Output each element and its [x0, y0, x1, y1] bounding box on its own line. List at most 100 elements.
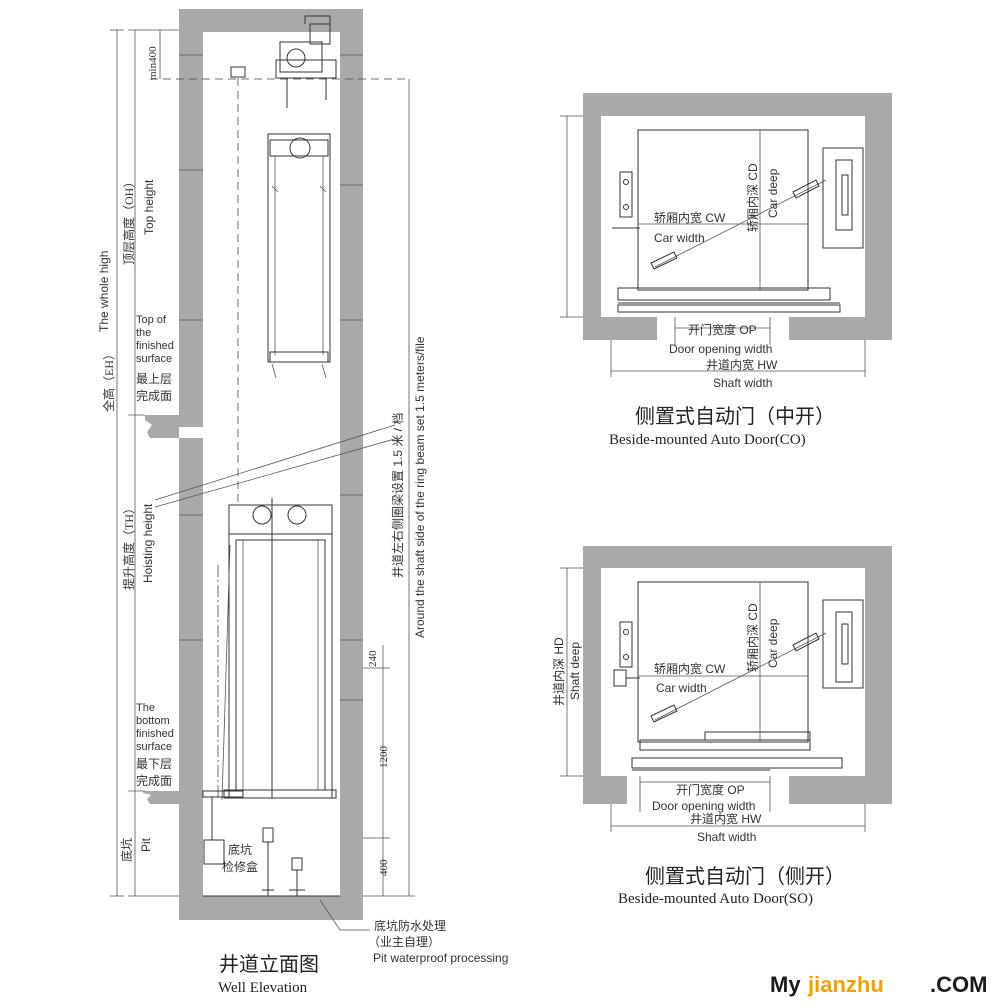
svg-text:jianzhu: jianzhu [807, 972, 884, 997]
co-cw-en: Car width [654, 231, 705, 245]
co-sill [617, 287, 831, 301]
shaft-top-slab [179, 9, 363, 32]
svg-text:完成面: 完成面 [136, 388, 172, 403]
label-pit-cn: 底坑 [119, 838, 134, 862]
pit-equipment [203, 797, 340, 897]
so-op-en: Door opening width [652, 799, 755, 813]
so-counterweight [822, 599, 864, 689]
svg-text:完成面: 完成面 [136, 773, 172, 788]
co-hw-cn: 井道内宽 HW [706, 357, 778, 372]
svg-text:.COM: .COM [930, 972, 987, 997]
so-title-cn: 侧置式自动门（侧开） [645, 865, 845, 888]
dim-240: 240 [367, 650, 379, 667]
label-waterproof-en: Pit waterproof processing [373, 951, 508, 965]
well-elevation-title-cn: 井道立面图 [219, 953, 319, 976]
ring-beam-marks [179, 54, 363, 701]
label-eh-en: The whole high [97, 251, 111, 332]
bottom-floor-slab [143, 791, 203, 804]
co-title-en: Beside-mounted Auto Door(CO) [609, 432, 806, 448]
ring-beam-leader-2 [154, 437, 399, 508]
so-wall-front-right [789, 776, 892, 804]
shaft-right-wall [340, 32, 363, 920]
so-hw-cn: 井道内宽 HW [690, 811, 762, 826]
so-hd-cn: 井道内深 HD [552, 637, 566, 706]
svg-text:The: The [136, 702, 155, 714]
plan-side-opening: 轿厢内宽 CW Car width 轿厢内深 CD Car deep 井道内深 … [552, 546, 892, 907]
car-lower [202, 498, 337, 801]
svg-text:finished: finished [136, 728, 174, 740]
co-cd-en: Car deep [766, 168, 780, 218]
waterproof-leader [319, 899, 370, 931]
svg-text:bottom: bottom [136, 715, 170, 727]
well-elevation-title-en: Well Elevation [218, 980, 308, 996]
label-waterproof-cn: 底坑防水处理 [374, 918, 446, 933]
dim-1200: 1200 [378, 746, 390, 769]
svg-text:检修盒: 检修盒 [222, 859, 258, 874]
so-guide-rail [619, 621, 633, 668]
co-dimension-lines [560, 115, 866, 377]
label-pit-box: 底坑 检修盒 [222, 842, 258, 874]
co-wall-right [865, 116, 892, 340]
plan-center-opening: 轿厢内宽 CW Car width 轿厢内深 CD Car deep 开门宽度 … [560, 93, 892, 448]
co-wall-front-left [583, 317, 657, 340]
dim-min400: min400 [147, 46, 159, 80]
co-wall-front-right [789, 317, 892, 340]
so-wall-left [583, 568, 601, 804]
so-cw-en: Car width [656, 681, 707, 695]
shaft-pit-slab [179, 896, 363, 920]
co-hw-en: Shaft width [713, 376, 772, 390]
svg-text:surface: surface [136, 353, 172, 365]
dim-400: 400 [378, 859, 390, 876]
label-oh-en: Top height [142, 179, 156, 235]
svg-text:the: the [136, 327, 151, 339]
co-wall-top [583, 93, 892, 116]
so-cd-en: Car deep [766, 618, 780, 668]
right-dimension-lines [363, 79, 415, 897]
so-car [637, 581, 809, 743]
label-th-cn: 提升高度（TH） [121, 502, 136, 590]
top-floor-slab [145, 415, 179, 438]
so-cw-cn: 轿厢内宽 CW [654, 661, 726, 676]
well-elevation: min400 顶层高度（OH） Top height The whole hig… [97, 9, 508, 996]
label-top-finished: Top of the finished surface 最上层 完成面 [136, 314, 174, 403]
label-pit-en: Pit [139, 837, 153, 852]
traction-machine [230, 15, 337, 108]
so-title-en: Beside-mounted Auto Door(SO) [618, 891, 813, 907]
label-oh-cn: 顶层高度（OH） [121, 176, 136, 265]
svg-text:finished: finished [136, 340, 174, 352]
co-guide-rail [619, 171, 633, 218]
svg-text:My: My [770, 972, 801, 997]
co-counterweight [822, 147, 864, 249]
co-cw-cn: 轿厢内宽 CW [654, 210, 726, 225]
svg-text:Top of: Top of [136, 314, 167, 326]
svg-text:底坑: 底坑 [228, 842, 252, 857]
so-cd-cn: 轿厢内深 CD [745, 603, 760, 672]
co-wall-left [583, 116, 601, 340]
co-title-cn: 侧置式自动门（中开） [635, 405, 835, 428]
watermark-logo: My jianzhu .COM [770, 972, 987, 997]
so-hd-en: Shaft deep [568, 642, 582, 700]
so-wall-top [583, 546, 892, 568]
ring-beam-leader-1 [154, 424, 396, 501]
label-waterproof-cn2: （业主自理） [368, 935, 440, 949]
svg-text:最下层: 最下层 [136, 757, 172, 771]
so-wall-right [865, 568, 892, 804]
so-op-cn: 开门宽度 OP [676, 782, 745, 797]
so-wall-front-left [583, 776, 627, 804]
shaft-left-wall-upper [179, 32, 203, 427]
label-bottom-finished: The bottom finished surface 最下层 完成面 [136, 702, 174, 788]
label-ring-beam-en: Around the shaft side of the ring beam s… [413, 336, 427, 638]
svg-text:surface: surface [136, 741, 172, 753]
svg-text:最上层: 最上层 [136, 372, 172, 386]
left-dimension-lines [110, 29, 179, 897]
car-upper [267, 133, 331, 379]
label-eh-cn: 全高（EH） [101, 348, 116, 412]
label-ring-beam-cn: 井道左右侧圈梁设置 1.5 米 / 档 [390, 413, 405, 578]
so-hw-en: Shaft width [697, 830, 756, 844]
co-op-cn: 开门宽度 OP [688, 322, 757, 337]
co-car [637, 129, 809, 291]
co-cd-cn: 轿厢内深 CD [745, 163, 760, 232]
co-op-en: Door opening width [669, 342, 772, 356]
label-th-en: Hoisting height [141, 503, 155, 583]
